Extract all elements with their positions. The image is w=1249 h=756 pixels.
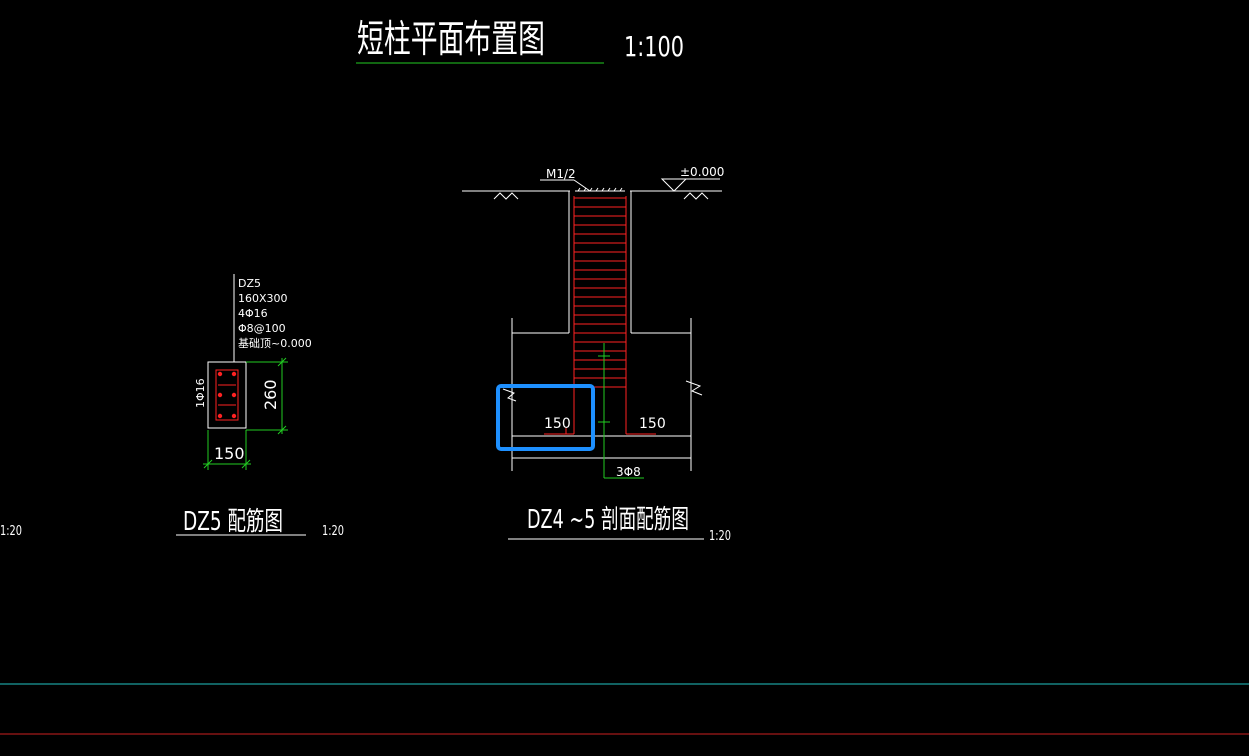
note-line: 基础顶~0.000	[238, 337, 312, 350]
drawing-scale: 1:100	[624, 30, 684, 63]
rebar-dot	[217, 371, 223, 377]
plan-detail-dz5: DZ5 160X300 4Φ16 Φ8@100 基础顶~0.000 1Φ16 2…	[176, 274, 344, 539]
stirrup-outline	[215, 369, 239, 421]
rebar-dot	[231, 371, 237, 377]
side-bar-label: 1Φ16	[194, 378, 207, 408]
mortar-leader	[573, 179, 591, 192]
dim-width-label: 150	[214, 444, 245, 463]
plan-title: DZ5 配筋图	[183, 507, 283, 537]
rebar-dot	[217, 413, 223, 419]
mortar-hatch	[577, 187, 623, 192]
note-line: 4Φ16	[238, 307, 268, 320]
section-title: DZ4 ~5 剖面配筋图	[527, 505, 689, 535]
foundation-outline	[631, 318, 692, 334]
dim-height-label: 260	[261, 379, 280, 410]
column-outline	[207, 361, 247, 429]
drawing-title: 短柱平面布置图	[357, 17, 545, 61]
dim-tick	[277, 357, 287, 367]
note-line: Φ8@100	[238, 322, 286, 335]
plan-scale: 1:20	[322, 524, 344, 539]
break-mark	[685, 380, 703, 396]
dim-tick	[203, 459, 213, 469]
stirrup-label: 3Φ8	[616, 465, 641, 479]
section-scale: 1:20	[709, 529, 731, 544]
note-line: 160X300	[238, 292, 288, 305]
selection-highlight[interactable]	[496, 384, 595, 451]
mortar-label: M1/2	[546, 167, 576, 181]
dim-tick	[277, 425, 287, 435]
dim-left-label: 150	[544, 416, 571, 432]
stray-scale-label: 1:20	[0, 524, 22, 539]
rebar-dot	[217, 392, 223, 398]
rebar-dot	[231, 392, 237, 398]
soil-hatch	[683, 192, 709, 200]
section-detail-dz4-5: M1/2 ±0.000 3Φ8 150 150	[462, 165, 731, 544]
rebar-dot	[231, 413, 237, 419]
foundation-outline	[511, 318, 569, 334]
level-symbol	[660, 178, 688, 192]
note-line: DZ5	[238, 277, 261, 290]
stirrup-ladder	[574, 197, 626, 388]
dim-right-label: 150	[639, 416, 666, 432]
soil-hatch	[493, 192, 519, 200]
level-label: ±0.000	[680, 165, 724, 179]
dim-tick	[241, 459, 251, 469]
break-mark	[502, 388, 517, 402]
